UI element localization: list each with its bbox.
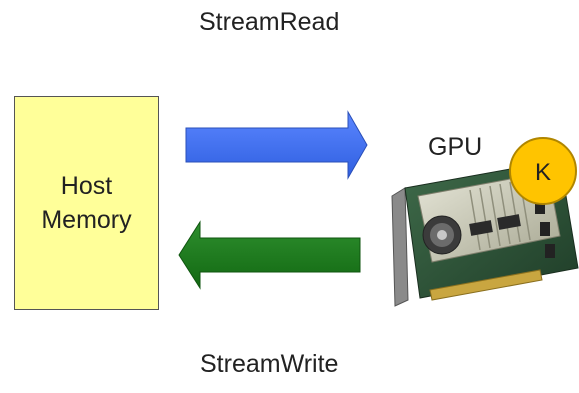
gpu-label: GPU: [428, 133, 483, 161]
kernel-badge-label: K: [535, 159, 551, 186]
graphics-card-icon: [391, 159, 579, 307]
stream-read-label: StreamRead: [199, 8, 340, 36]
host-label-line2: Memory: [41, 206, 132, 234]
host-memory-box: Host Memory: [14, 96, 159, 310]
stream-write-label: StreamWrite: [200, 350, 339, 378]
kernel-circle-icon: K: [509, 137, 577, 205]
stream-read-arrow: [185, 110, 368, 180]
stream-write-arrow: [178, 220, 361, 290]
host-label-line1: Host: [60, 172, 113, 200]
host-memory-label: Host Memory: [41, 169, 131, 237]
